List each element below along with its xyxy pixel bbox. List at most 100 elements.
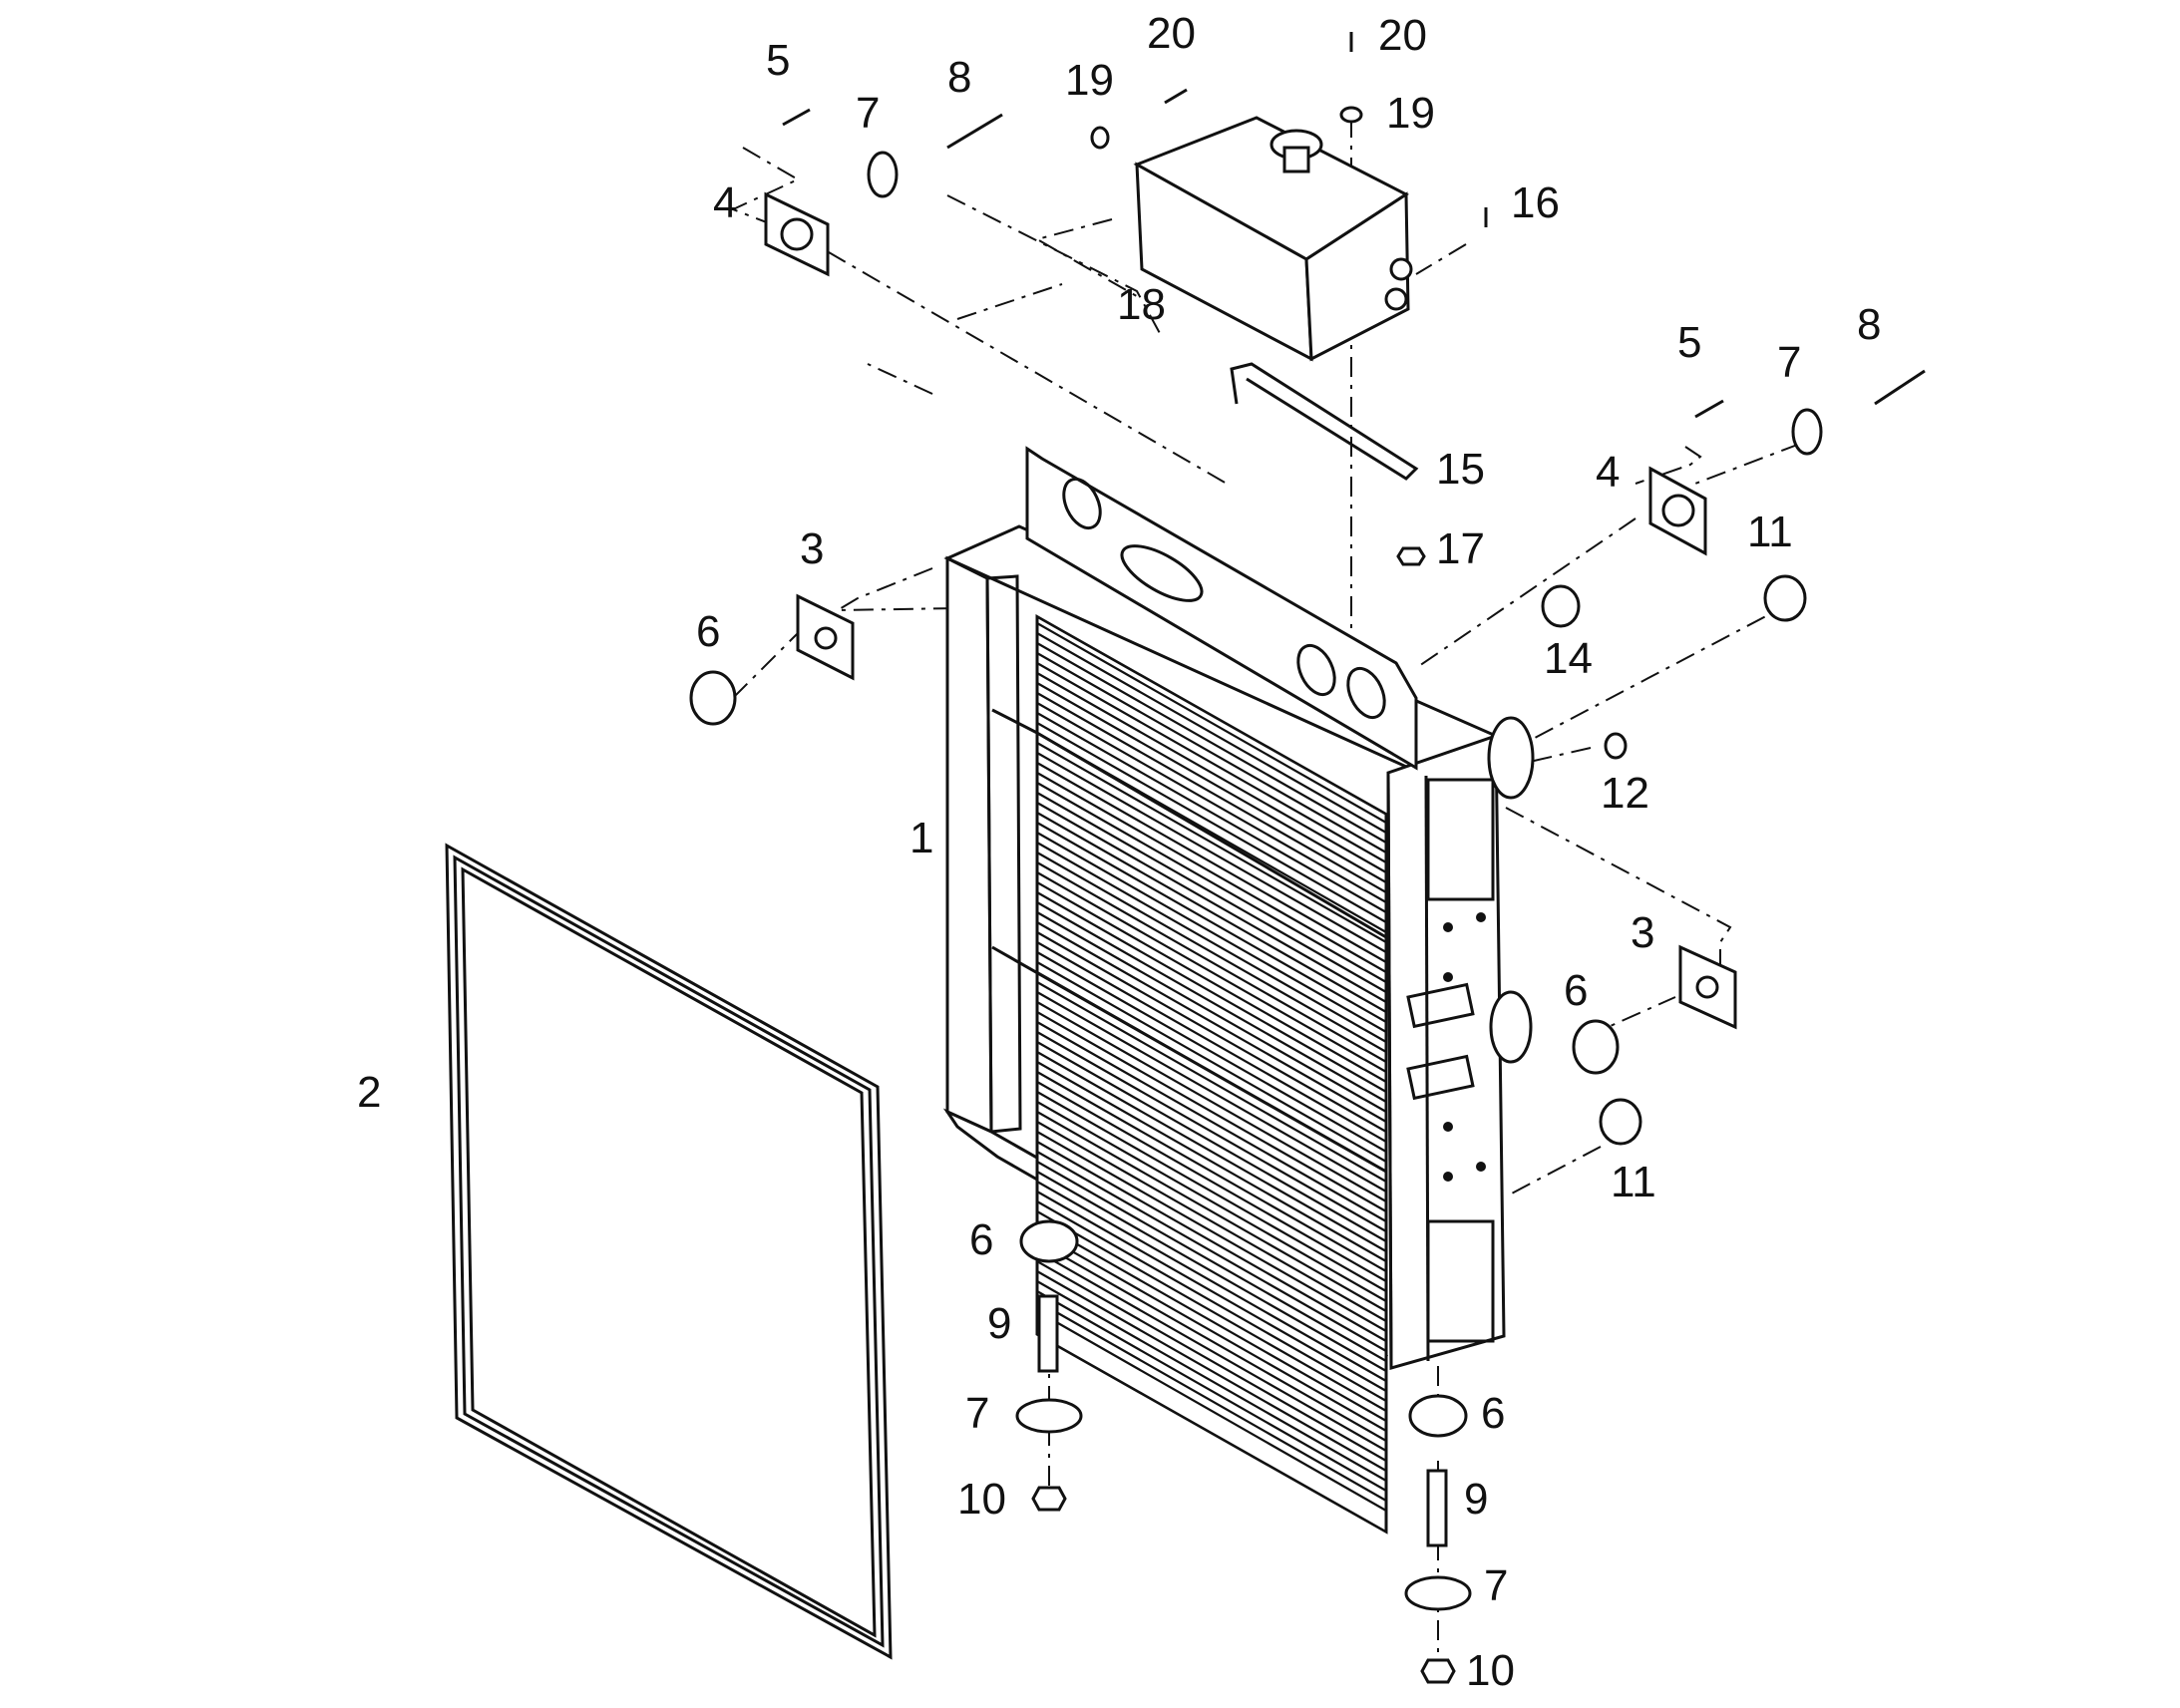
fin-line bbox=[1036, 1061, 1387, 1262]
callout-1: 1 bbox=[909, 814, 933, 862]
callout-18: 18 bbox=[1117, 280, 1166, 329]
fin-line bbox=[1036, 802, 1387, 1003]
fin-line bbox=[1036, 712, 1387, 913]
fin-line bbox=[1036, 1091, 1387, 1292]
callout-14: 14 bbox=[1544, 634, 1593, 683]
fin-line bbox=[1036, 812, 1387, 1013]
callout-labels: 1 2 3 3 4 4 5 5 6 6 6 6 7 7 7 7 8 8 9 9 … bbox=[357, 9, 1881, 1695]
fin-line bbox=[1036, 1230, 1387, 1432]
bolt-5b bbox=[1694, 399, 1724, 419]
fin-line bbox=[1036, 772, 1387, 973]
callout-5: 5 bbox=[1677, 318, 1701, 367]
fin-line bbox=[1036, 692, 1387, 893]
fitting-11b bbox=[1599, 1098, 1642, 1146]
nut-10b bbox=[1420, 1658, 1456, 1684]
fin-line bbox=[1036, 941, 1387, 1143]
callout-9: 9 bbox=[1464, 1475, 1488, 1524]
callout-16: 16 bbox=[1511, 178, 1560, 227]
fin-line bbox=[1036, 1290, 1387, 1492]
washer-19a bbox=[1090, 126, 1110, 150]
rubber-mount-6d bbox=[1408, 1394, 1468, 1438]
callout-6: 6 bbox=[969, 1215, 993, 1264]
callout-10: 10 bbox=[1466, 1646, 1515, 1695]
bolt-5a bbox=[782, 108, 811, 127]
fin-line bbox=[1036, 1151, 1387, 1352]
nut-10a bbox=[1031, 1486, 1067, 1512]
mount-plate-3a bbox=[796, 593, 855, 681]
fin-line bbox=[1036, 1240, 1387, 1442]
callout-8: 8 bbox=[947, 53, 971, 102]
fin-line bbox=[1036, 1001, 1387, 1202]
rubber-mount-6a bbox=[689, 670, 737, 726]
bolt-20a bbox=[1164, 88, 1188, 105]
callout-4: 4 bbox=[713, 178, 737, 227]
fin-line bbox=[1036, 652, 1387, 854]
mount-plate-4b bbox=[1648, 466, 1707, 556]
fin-line bbox=[1036, 1200, 1387, 1402]
callout-3: 3 bbox=[1631, 908, 1654, 957]
rubber-mount-6c bbox=[1019, 1219, 1079, 1263]
fin-line bbox=[1036, 1210, 1387, 1412]
callout-2: 2 bbox=[357, 1068, 381, 1117]
fin-line bbox=[1036, 702, 1387, 903]
fin-line bbox=[1036, 1310, 1387, 1512]
fin-line bbox=[1036, 1051, 1387, 1252]
stud-9a bbox=[1037, 1294, 1059, 1373]
callout-11: 11 bbox=[1611, 1158, 1656, 1206]
fin-line bbox=[1036, 1111, 1387, 1312]
fin-line bbox=[1036, 722, 1387, 923]
fin-line bbox=[1036, 842, 1387, 1043]
bolt-8a bbox=[946, 113, 1003, 150]
expansion-tank-18 bbox=[1133, 116, 1413, 362]
fin-line bbox=[1036, 1031, 1387, 1232]
callout-20: 20 bbox=[1378, 11, 1427, 60]
fitting-11a bbox=[1763, 574, 1807, 622]
callout-20: 20 bbox=[1147, 9, 1196, 58]
callout-10: 10 bbox=[957, 1475, 1006, 1524]
callout-7: 7 bbox=[1777, 338, 1801, 387]
stud-9b bbox=[1426, 1469, 1448, 1547]
callout-5: 5 bbox=[766, 36, 790, 85]
callout-7: 7 bbox=[1484, 1561, 1508, 1610]
radiator-core-1 bbox=[942, 446, 1535, 1535]
fin-line bbox=[1036, 852, 1387, 1053]
nut-17 bbox=[1396, 546, 1426, 566]
fin-line bbox=[1036, 1041, 1387, 1242]
fin-line bbox=[1036, 901, 1387, 1103]
fin-line bbox=[1036, 1270, 1387, 1472]
fin-line bbox=[1036, 742, 1387, 943]
fin-line bbox=[1036, 682, 1387, 883]
callout-15: 15 bbox=[1436, 445, 1485, 494]
fin-line bbox=[1036, 1300, 1387, 1502]
fin-line bbox=[1036, 1250, 1387, 1452]
mount-plate-3b bbox=[1678, 944, 1737, 1030]
fin-line bbox=[1036, 991, 1387, 1193]
fin-line bbox=[1036, 1220, 1387, 1422]
fin-line bbox=[1036, 1021, 1387, 1222]
fin-line bbox=[1036, 1081, 1387, 1282]
fin-line bbox=[1036, 1181, 1387, 1382]
callout-11: 11 bbox=[1747, 508, 1793, 556]
callout-6: 6 bbox=[696, 607, 720, 656]
fin-line bbox=[1036, 782, 1387, 983]
fin-line bbox=[1036, 961, 1387, 1163]
callout-7: 7 bbox=[856, 89, 880, 138]
radiator-fins bbox=[1036, 622, 1387, 1512]
rubber-mount-6b bbox=[1572, 1019, 1620, 1075]
callout-7: 7 bbox=[965, 1389, 989, 1438]
fin-line bbox=[1036, 632, 1387, 834]
callout-4: 4 bbox=[1596, 448, 1620, 497]
fin-line bbox=[1036, 1011, 1387, 1212]
fin-line bbox=[1036, 1101, 1387, 1302]
fin-line bbox=[1036, 931, 1387, 1133]
bolt-8b bbox=[1874, 369, 1926, 406]
fin-line bbox=[1036, 762, 1387, 963]
washer-7b bbox=[1791, 408, 1823, 456]
fin-line bbox=[1036, 881, 1387, 1083]
fin-line bbox=[1036, 752, 1387, 953]
callout-6: 6 bbox=[1564, 966, 1588, 1015]
callout-3: 3 bbox=[800, 524, 824, 573]
fin-line bbox=[1036, 921, 1387, 1123]
